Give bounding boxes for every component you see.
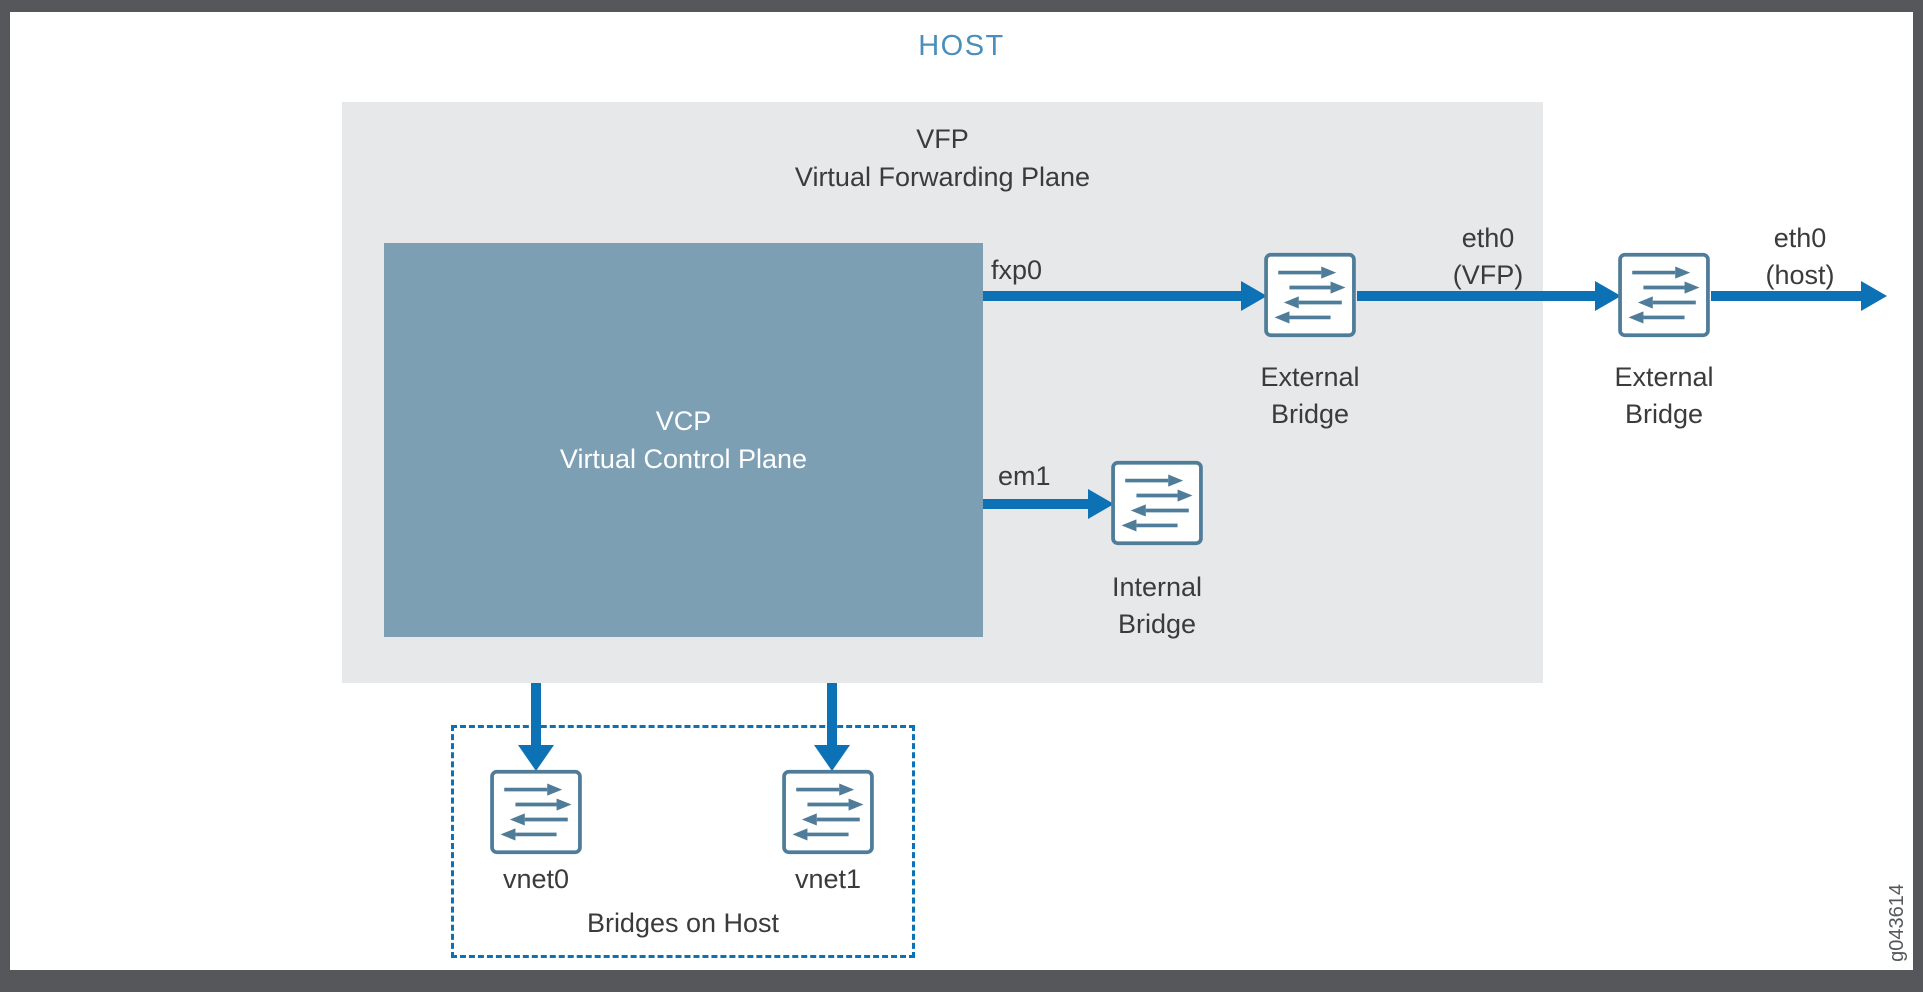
vnet1-label: vnet1 — [794, 864, 862, 894]
em1-label: em1 — [998, 461, 1051, 491]
vcp-label-line1: VCP — [655, 406, 712, 436]
vnet0-bridge — [489, 769, 583, 855]
bridge-icon — [1618, 252, 1710, 338]
eth0-vfp-label: eth0 (VFP) — [1418, 220, 1558, 294]
arrow-shaft — [1357, 291, 1597, 301]
eth0-vfp-label-line1: eth0 — [1461, 223, 1515, 253]
vnet1-bridge — [781, 769, 875, 855]
vfp-title: VFP Virtual Forwarding Plane — [342, 120, 1543, 196]
arrow-shaft — [827, 683, 837, 747]
vfp-title-line2: Virtual Forwarding Plane — [794, 162, 1091, 192]
arrow-shaft — [983, 291, 1243, 301]
arrow-head — [518, 745, 554, 771]
vnet0-label: vnet0 — [502, 864, 570, 894]
internal-bridge-label-line2: Bridge — [1117, 609, 1197, 639]
bridges-on-host-label: Bridges on Host — [586, 908, 780, 938]
arrow-shaft — [531, 683, 541, 747]
external-bridge-2-label: External Bridge — [1584, 359, 1744, 433]
arrow-shaft — [1711, 291, 1863, 301]
external-bridge-1 — [1263, 252, 1357, 338]
arrow-head — [1088, 489, 1114, 519]
arrow-head — [814, 745, 850, 771]
bridge-icon — [490, 769, 582, 855]
arrow-head — [1861, 281, 1887, 311]
external-bridge-2 — [1617, 252, 1711, 338]
fxp0-arrow — [983, 281, 1267, 311]
bridge-icon — [1111, 460, 1203, 546]
vfp-title-line1: VFP — [916, 124, 969, 154]
bridge1-to-bridge2-arrow — [1357, 281, 1621, 311]
eth0-host-label: eth0 (host) — [1730, 220, 1870, 294]
fxp0-label: fxp0 — [991, 255, 1043, 285]
eth0-host-label-line2: (host) — [1765, 260, 1835, 290]
vnet0-down-arrow — [518, 683, 554, 771]
eth0-vfp-label-line2: (VFP) — [1452, 260, 1524, 290]
eth0-host-label-line1: eth0 — [1773, 223, 1827, 253]
internal-bridge-label-line1: Internal — [1111, 572, 1203, 602]
internal-bridge — [1110, 460, 1204, 546]
external-bridge-1-label: External Bridge — [1230, 359, 1390, 433]
external-bridge-1-label-line1: External — [1260, 362, 1360, 392]
vnet1-down-arrow — [814, 683, 850, 771]
figure-id-watermark: g043614 — [1886, 884, 1908, 962]
bridges-on-host-group — [451, 725, 915, 958]
vcp-box: VCP Virtual Control Plane — [384, 243, 983, 637]
vcp-label-line2: Virtual Control Plane — [559, 444, 808, 474]
arrow-head — [1595, 281, 1621, 311]
external-bridge-1-label-line2: Bridge — [1270, 399, 1350, 429]
bridge-icon — [782, 769, 874, 855]
eth0-host-arrow — [1711, 281, 1887, 311]
host-label: HOST — [918, 30, 1005, 62]
bridge-icon — [1264, 252, 1356, 338]
external-bridge-2-label-line2: Bridge — [1624, 399, 1704, 429]
em1-arrow — [983, 489, 1114, 519]
arrow-shaft — [983, 499, 1090, 509]
diagram-canvas: HOST VFP Virtual Forwarding Plane VCP Vi… — [10, 12, 1913, 970]
internal-bridge-label: Internal Bridge — [1077, 569, 1237, 643]
arrow-head — [1241, 281, 1267, 311]
external-bridge-2-label-line1: External — [1614, 362, 1714, 392]
